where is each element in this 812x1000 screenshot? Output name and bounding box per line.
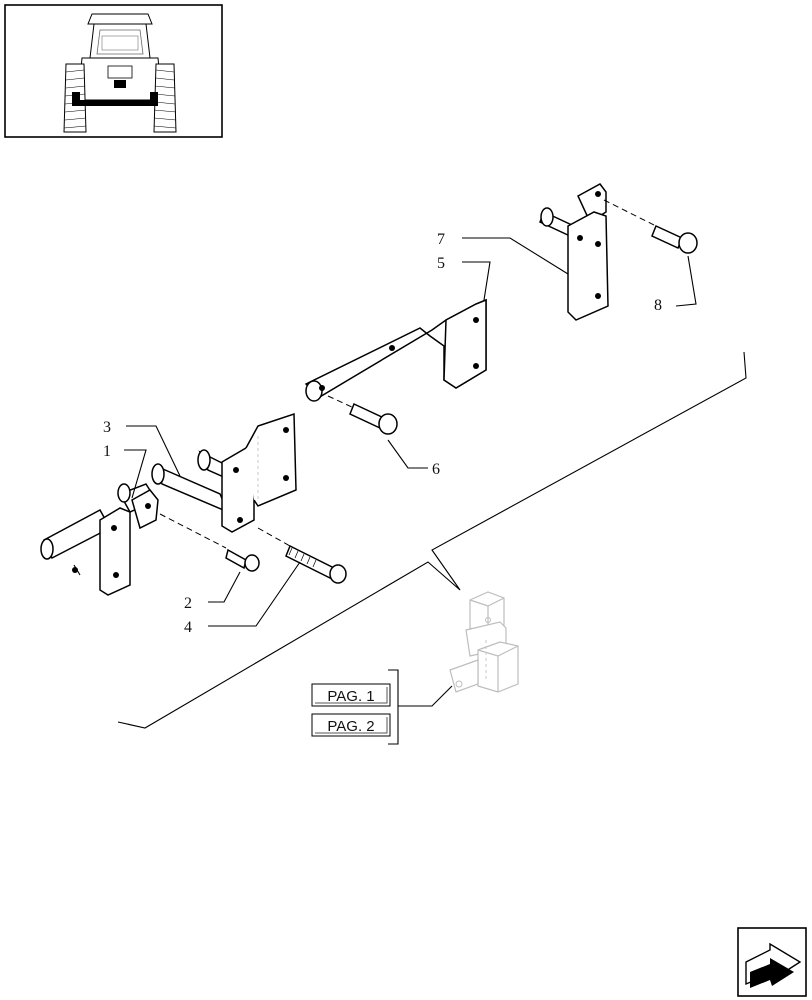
reference-assembly-ghost	[449, 591, 519, 693]
callout-7: 7	[437, 231, 445, 248]
tractor-rear-thumbnail-icon[interactable]	[4, 4, 223, 138]
callout-4: 4	[184, 619, 192, 636]
hinge-bracket-3[interactable]	[151, 412, 297, 533]
next-page-arrow-icon[interactable]	[737, 927, 807, 997]
page-link-2[interactable]: PAG. 2	[311, 713, 391, 737]
page-ref-bracket	[388, 669, 399, 745]
callout-1: 1	[103, 443, 111, 460]
assembly-outline	[117, 351, 747, 729]
callout-5: 5	[437, 255, 445, 272]
page-link-2-label: PAG. 2	[327, 718, 374, 735]
callout-2: 2	[184, 595, 192, 612]
page-link-1[interactable]: PAG. 1	[311, 683, 391, 707]
bolt-6[interactable]	[349, 402, 398, 435]
bolt-8[interactable]	[651, 224, 698, 254]
hinge-bracket-1[interactable]	[40, 483, 159, 596]
hinge-bracket-7[interactable]	[539, 183, 609, 321]
leader-lines	[124, 237, 697, 627]
callout-3: 3	[103, 419, 111, 436]
callout-8: 8	[654, 297, 662, 314]
page-ref-leader	[398, 685, 453, 707]
bolt-2[interactable]	[225, 548, 260, 572]
bolt-4[interactable]	[285, 544, 347, 584]
link-bar-5[interactable]	[304, 298, 487, 402]
callout-6: 6	[432, 461, 440, 478]
page-link-1-label: PAG. 1	[327, 688, 374, 705]
